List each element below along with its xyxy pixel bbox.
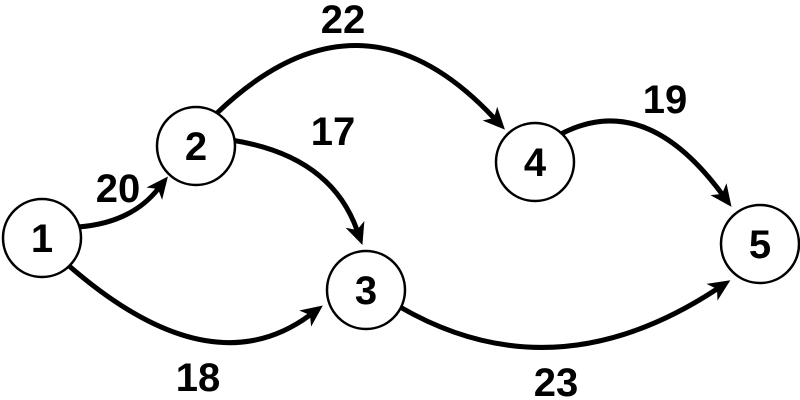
edge-weight-label-4-5: 19 <box>643 78 688 122</box>
edge-2-3 <box>230 137 365 246</box>
edge-2-4 <box>214 43 505 130</box>
nodes-layer: 1 2 3 4 5 <box>1 105 800 331</box>
edge-weight-label-2-3: 17 <box>311 110 356 154</box>
node-label-5: 5 <box>749 223 771 267</box>
node-5: 5 <box>719 203 800 285</box>
node-label-2: 2 <box>185 125 207 169</box>
edge-weight-label-1-3: 18 <box>176 356 221 400</box>
node-label-4: 4 <box>524 141 547 185</box>
edge-3-5 <box>398 280 731 350</box>
edge-1-2 <box>77 176 168 230</box>
node-circle-5 <box>719 203 800 285</box>
edge-weight-label-3-5: 23 <box>534 361 579 400</box>
edges-layer <box>66 43 732 350</box>
edge-weight-label-1-2: 20 <box>96 167 141 211</box>
node-3: 3 <box>325 249 407 331</box>
node-1: 1 <box>1 197 83 279</box>
node-circle-4 <box>494 121 576 203</box>
node-circle-2 <box>155 105 237 187</box>
node-2: 2 <box>155 105 237 187</box>
node-circle-3 <box>325 249 407 331</box>
edge-weight-label-2-4: 22 <box>321 0 366 42</box>
edge-4-5 <box>559 118 732 207</box>
edge-1-3 <box>66 263 323 346</box>
node-circle-1 <box>1 197 83 279</box>
node-label-3: 3 <box>355 269 377 313</box>
node-4: 4 <box>494 121 576 203</box>
node-label-1: 1 <box>31 217 53 261</box>
